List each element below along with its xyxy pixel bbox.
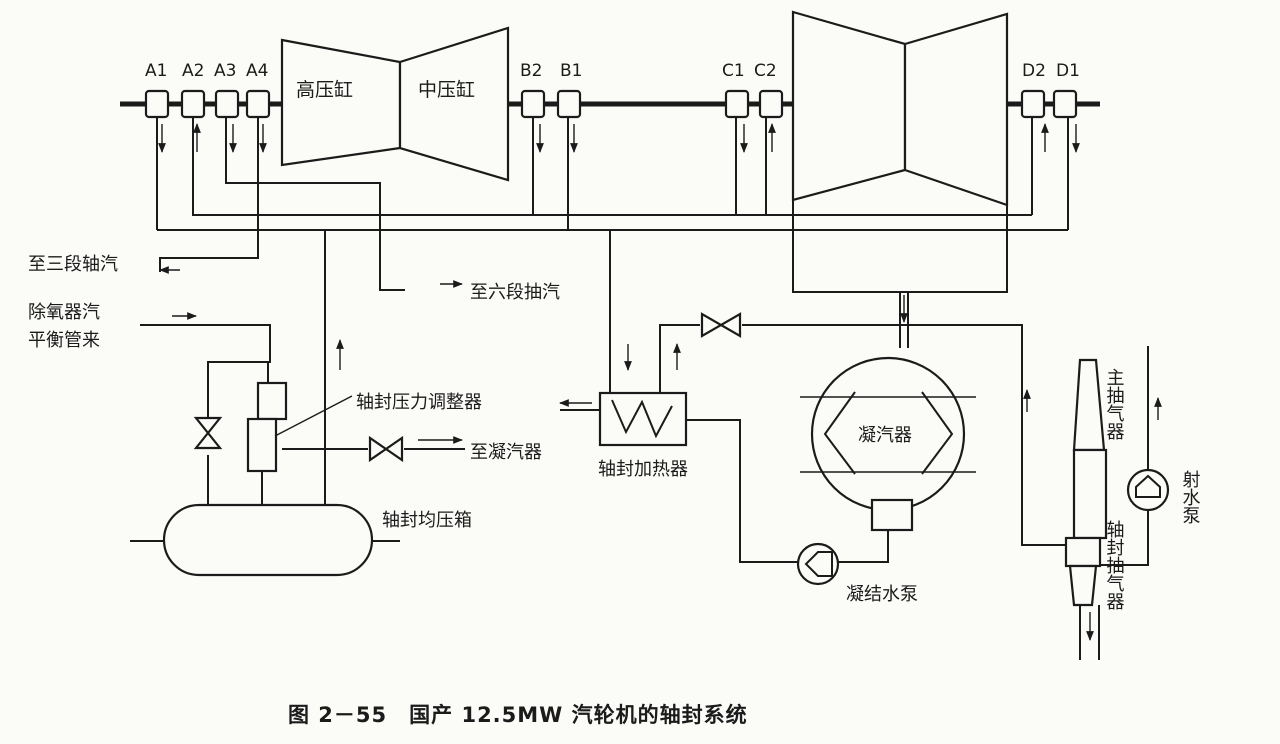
label-to-sixth-stage: 至六段抽汽 [470,282,560,303]
label-deaerator-line2: 平衡管来 [28,330,100,351]
svg-text:射水泵: 射水泵 [1180,470,1201,524]
svg-text:主抽气器: 主抽气器 [1104,368,1125,440]
seal-b1-label: B1 [560,61,582,81]
hp-cylinder-label: 高压缸 [296,79,353,101]
piping [140,117,1162,660]
figure-caption: 图 2－55 国产 12.5MW 汽轮机的轴封系统 [288,703,748,727]
gland-pressure-regulator [246,381,353,473]
condenser [800,356,976,532]
ip-cylinder-label: 中压缸 [418,79,475,101]
seal-group-b: B2 B1 [520,61,582,119]
gland-equalizing-tank [130,503,400,577]
valve-to-condenser [368,435,404,463]
seal-a2-label: A2 [182,61,204,81]
label-to-third-stage: 至三段轴汽 [28,254,118,275]
label-deaerator-line1: 除氧器汽 [28,302,100,323]
gland-seal-heater [598,391,688,447]
label-to-condenser: 至凝汽器 [470,442,542,463]
condensate-pump [796,542,840,586]
label-water-jet-pump: 射水泵 [1180,470,1201,524]
water-jet-pump [1126,468,1170,512]
seal-group-d: D2 D1 [1020,61,1080,119]
seal-a1-label: A1 [145,61,167,81]
valve-heater-line [700,312,742,338]
seal-c2-label: C2 [754,61,777,81]
seal-flow-arrows [158,123,1080,153]
main-ejector [1072,358,1108,540]
lp-turbine [791,10,1009,207]
seal-a4-label: A4 [246,61,268,81]
seal-d2-label: D2 [1022,61,1046,81]
label-condensate-pump: 凝结水泵 [846,584,918,605]
label-seal-ejector: 轴封抽气器 [1104,520,1125,610]
seal-c1-label: C1 [722,61,745,81]
seal-a3-label: A3 [214,61,236,81]
label-equalizing-tank: 轴封均压箱 [382,510,472,531]
label-pressure-regulator: 轴封压力调整器 [356,392,482,413]
label-condenser: 凝汽器 [858,425,912,446]
seal-b2-label: B2 [520,61,542,81]
label-main-ejector: 主抽气器 [1104,368,1125,440]
seal-group-c: C1 C2 [722,61,784,119]
seal-d1-label: D1 [1056,61,1080,81]
label-seal-heater: 轴封加热器 [598,459,688,480]
gland-seal-ejector [1064,536,1102,607]
seal-group-a: A1 A2 A3 A4 [144,61,271,119]
valve-balance-line [193,416,223,450]
svg-text:轴封抽气器: 轴封抽气器 [1104,520,1125,610]
hp-ip-turbine: 高压缸 中压缸 [280,26,510,182]
